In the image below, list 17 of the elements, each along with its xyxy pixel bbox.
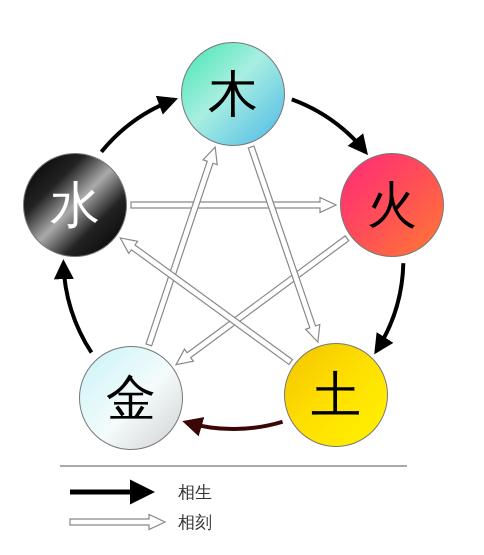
element-label: 火 (367, 180, 417, 230)
element-label: 土 (311, 370, 361, 420)
element-label: 木 (208, 69, 258, 119)
arrow (119, 237, 294, 366)
arrow (182, 416, 284, 436)
arrow (100, 96, 178, 154)
element-label: 金 (106, 373, 156, 423)
arrow (130, 196, 338, 214)
arrow (374, 263, 406, 354)
arrow (248, 145, 320, 344)
arrow (174, 235, 350, 366)
arrow (290, 98, 368, 155)
legend-label: 相刻 (178, 512, 212, 534)
arrow (145, 146, 218, 347)
element-label: 水 (50, 180, 100, 230)
legend-label: 相生 (178, 482, 212, 504)
arrow (54, 259, 94, 354)
